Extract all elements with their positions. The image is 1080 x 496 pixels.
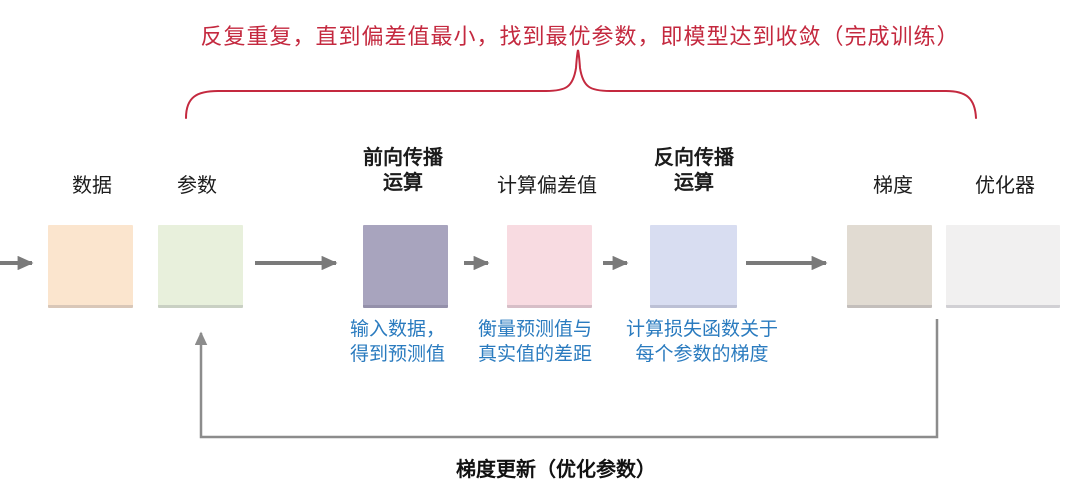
label-gradient: 梯度 (873, 175, 913, 197)
feedback-label: 梯度更新（优化参数） (456, 459, 656, 481)
feedback-loop-path (194, 319, 939, 439)
label-backward-line1: 反向传播 (654, 147, 734, 169)
box-gradient (847, 225, 932, 308)
note-forward-line1: 输入数据， (350, 319, 446, 340)
label-backward-line2: 运算 (674, 172, 714, 194)
label-compute-loss: 计算偏差值 (497, 175, 597, 197)
label-forward-propagation: 前向传播 运算 (363, 146, 443, 196)
label-data: 数据 (72, 175, 112, 197)
note-loss: 衡量预测值与 真实值的差距 (478, 317, 592, 367)
note-forward-line2: 得到预测值 (350, 344, 446, 365)
note-backward-line1: 计算损失函数关于 (625, 319, 778, 340)
note-forward: 输入数据， 得到预测值 (350, 317, 445, 367)
brace-path (185, 49, 977, 119)
label-params: 参数 (177, 175, 217, 197)
note-backward: 计算损失函数关于 每个参数的梯度 (618, 317, 786, 367)
box-data (48, 225, 133, 308)
box-backward (650, 225, 737, 308)
box-optimizer (946, 225, 1060, 308)
label-optimizer: 优化器 (975, 175, 1035, 197)
label-back-propagation: 反向传播 运算 (654, 146, 734, 196)
box-forward (363, 225, 448, 308)
label-forward-line2: 运算 (383, 172, 423, 194)
note-backward-line2: 每个参数的梯度 (635, 344, 769, 365)
box-params (158, 225, 243, 308)
top-annotation-text: 反复重复，直到偏差值最小，找到最优参数，即模型达到收敛（完成训练） (200, 24, 960, 49)
label-forward-line1: 前向传播 (363, 147, 443, 169)
note-loss-line2: 真实值的差距 (478, 344, 593, 365)
note-loss-line1: 衡量预测值与 (478, 319, 593, 340)
box-loss (507, 225, 592, 308)
